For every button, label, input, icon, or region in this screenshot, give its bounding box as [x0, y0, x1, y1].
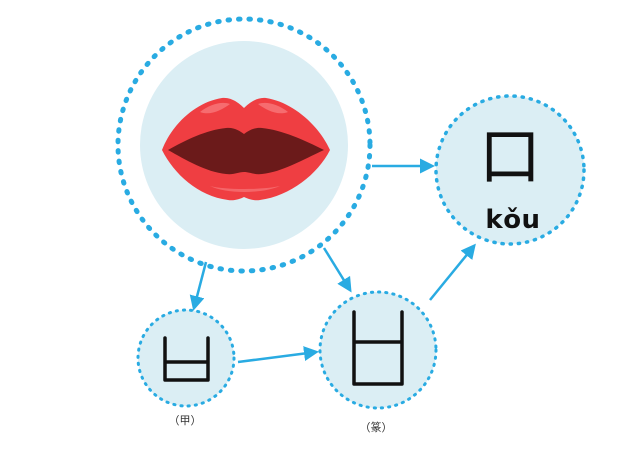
oracle-bone-node [136, 308, 236, 408]
arrow-lips-to-oracle [189, 261, 208, 311]
modern-kou-node: 口 [434, 94, 586, 246]
arrow-lips-to-seal [322, 247, 352, 293]
lips-node-dotted-border [115, 16, 373, 274]
seal-script-kou-glyph [352, 310, 404, 386]
seal-node-background [318, 290, 438, 410]
seal-script-node [318, 290, 438, 410]
oracle-node-background [136, 308, 236, 408]
lips-node [115, 16, 373, 274]
arrows [189, 158, 476, 364]
oracle-bone-kou-glyph [163, 336, 210, 382]
seal-script-caption: （篆） [359, 421, 393, 434]
modern-node-background [434, 94, 586, 246]
modern-kou-pinyin: kǒu [485, 205, 541, 235]
lips-icon [162, 97, 330, 201]
oracle-bone-caption: （甲） [168, 414, 202, 427]
arrow-seal-to-modern [429, 243, 476, 301]
modern-kou-character: 口 [479, 120, 541, 193]
arrow-oracle-to-seal [237, 346, 319, 364]
